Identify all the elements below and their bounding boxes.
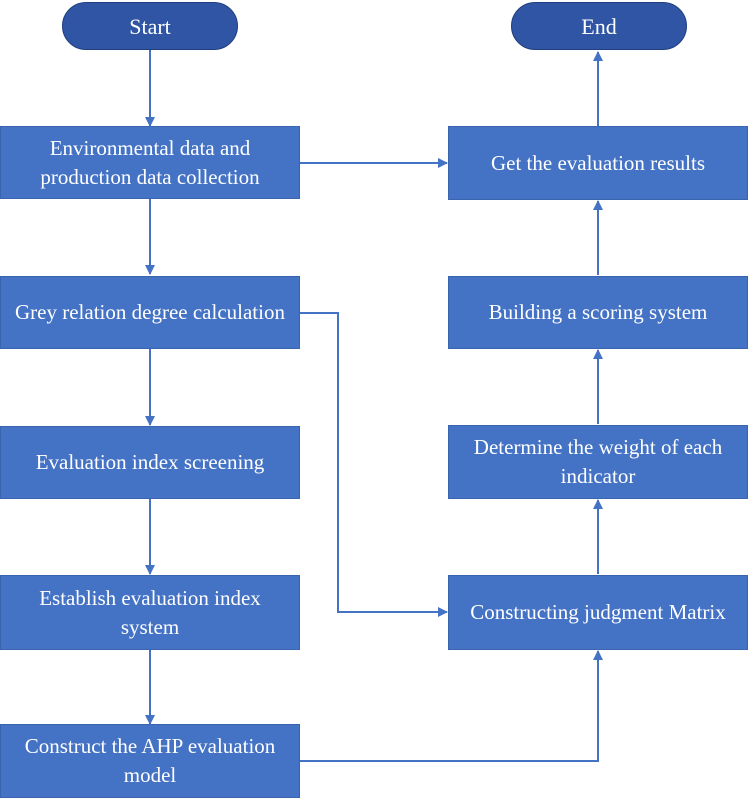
- step-establish-index-system: Establish evaluation index system: [0, 575, 300, 650]
- step-indicator-weights: Determine the weight of each indicator: [448, 425, 748, 499]
- step-judgment-matrix: Constructing judgment Matrix: [448, 575, 748, 650]
- end-node: End: [511, 2, 687, 50]
- step-data-collection: Environmental data and production data c…: [0, 126, 300, 199]
- step-scoring-system: Building a scoring system: [448, 276, 748, 349]
- step-ahp-model: Construct the AHP evaluation model: [0, 724, 300, 798]
- start-node: Start: [62, 2, 238, 50]
- step-grey-relation-calculation: Grey relation degree calculation: [0, 276, 300, 349]
- arrow-ahp-model-to-judgment-matrix: [300, 650, 603, 762]
- step-evaluation-results: Get the evaluation results: [448, 126, 748, 200]
- arrow-grey-relation-to-judgment-matrix: [300, 312, 448, 617]
- step-index-screening: Evaluation index screening: [0, 426, 300, 499]
